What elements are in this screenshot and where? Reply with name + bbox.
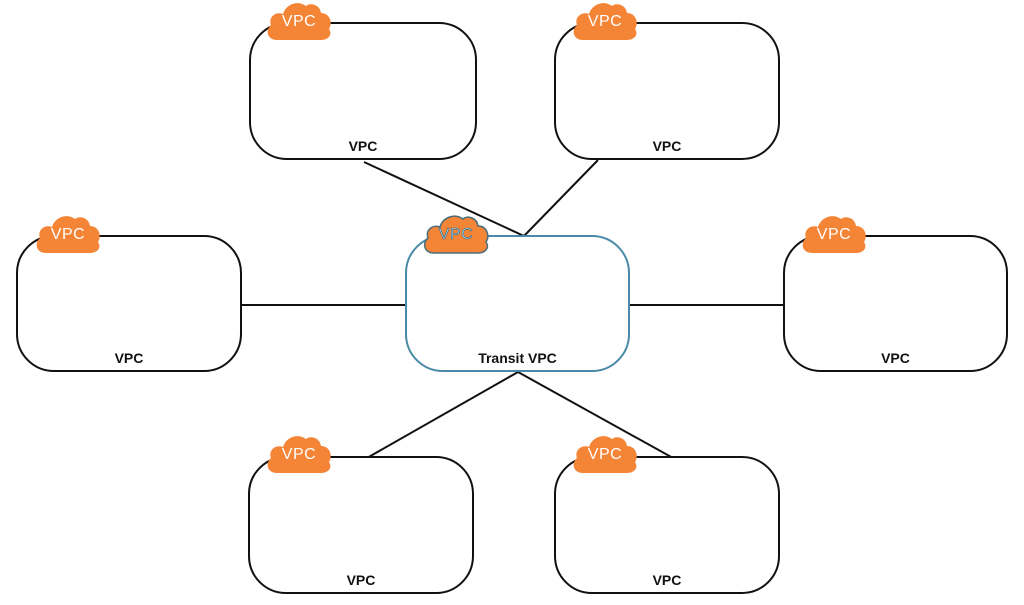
vpc-cloud-icon: VPC bbox=[571, 0, 639, 42]
vpc-node-bottom-left[interactable]: VPC bbox=[248, 456, 474, 594]
transit-vpc-node[interactable]: Transit VPC bbox=[405, 235, 630, 372]
vpc-cloud-icon: VPC bbox=[422, 213, 490, 255]
vpc-node-label: VPC bbox=[652, 138, 682, 154]
vpc-node-label: VPC bbox=[348, 138, 378, 154]
vpc-node-bottom-right[interactable]: VPC bbox=[554, 456, 780, 594]
vpc-node-mid-right[interactable]: VPC bbox=[783, 235, 1008, 372]
vpc-cloud-icon: VPC bbox=[34, 213, 102, 255]
transit-vpc-label: Transit VPC bbox=[478, 350, 557, 366]
vpc-cloud-icon: VPC bbox=[800, 213, 868, 255]
vpc-cloud-icon: VPC bbox=[265, 433, 333, 475]
vpc-node-top-right[interactable]: VPC bbox=[554, 22, 780, 160]
vpc-node-label: VPC bbox=[652, 572, 682, 588]
edge-bottom-right-to-transit bbox=[517, 371, 674, 459]
vpc-node-label: VPC bbox=[346, 572, 376, 588]
vpc-node-mid-left[interactable]: VPC bbox=[16, 235, 242, 372]
vpc-node-top-left[interactable]: VPC bbox=[249, 22, 477, 160]
vpc-cloud-icon: VPC bbox=[571, 433, 639, 475]
edge-bottom-left-to-transit bbox=[366, 371, 519, 459]
vpc-cloud-icon: VPC bbox=[265, 0, 333, 42]
vpc-node-label: VPC bbox=[881, 350, 910, 366]
edge-top-right-to-transit bbox=[523, 159, 599, 237]
edge-top-left-to-transit bbox=[363, 161, 525, 237]
vpc-node-label: VPC bbox=[114, 350, 144, 366]
